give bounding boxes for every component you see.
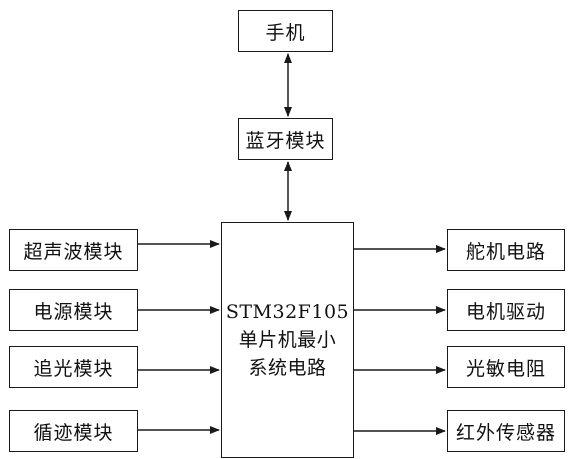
power-module-label: 电源模块 <box>33 300 114 323</box>
light-tracking-module-label: 追光模块 <box>33 357 114 380</box>
motor-driver-node: 电机驱动 <box>447 289 565 331</box>
servo-circuit-label: 舵机电路 <box>465 240 546 263</box>
servo-circuit-node: 舵机电路 <box>447 229 565 271</box>
light-tracking-module-node: 追光模块 <box>9 346 138 388</box>
line-tracking-module-node: 循迹模块 <box>9 410 138 452</box>
mcu-label-line1: STM32F105 <box>225 301 350 323</box>
motor-driver-label: 电机驱动 <box>465 300 546 323</box>
phone-label: 手机 <box>265 21 306 44</box>
line-tracking-module-label: 循迹模块 <box>33 421 114 444</box>
photoresistor-node: 光敏电阻 <box>447 346 565 388</box>
photoresistor-label: 光敏电阻 <box>465 357 546 380</box>
phone-node: 手机 <box>238 10 333 52</box>
power-module-node: 电源模块 <box>9 289 138 331</box>
mcu-label-line2: 单片机最小 <box>238 329 337 351</box>
bluetooth-module-label: 蓝牙模块 <box>245 129 326 152</box>
mcu-node: STM32F105 单片机最小 系统电路 <box>221 222 354 458</box>
infrared-sensor-label: 红外传感器 <box>455 421 556 444</box>
bluetooth-module-node: 蓝牙模块 <box>238 118 333 160</box>
mcu-label-line3: 系统电路 <box>248 357 327 379</box>
ultrasonic-module-label: 超声波模块 <box>23 240 124 263</box>
ultrasonic-module-node: 超声波模块 <box>9 229 138 271</box>
infrared-sensor-node: 红外传感器 <box>447 410 565 452</box>
